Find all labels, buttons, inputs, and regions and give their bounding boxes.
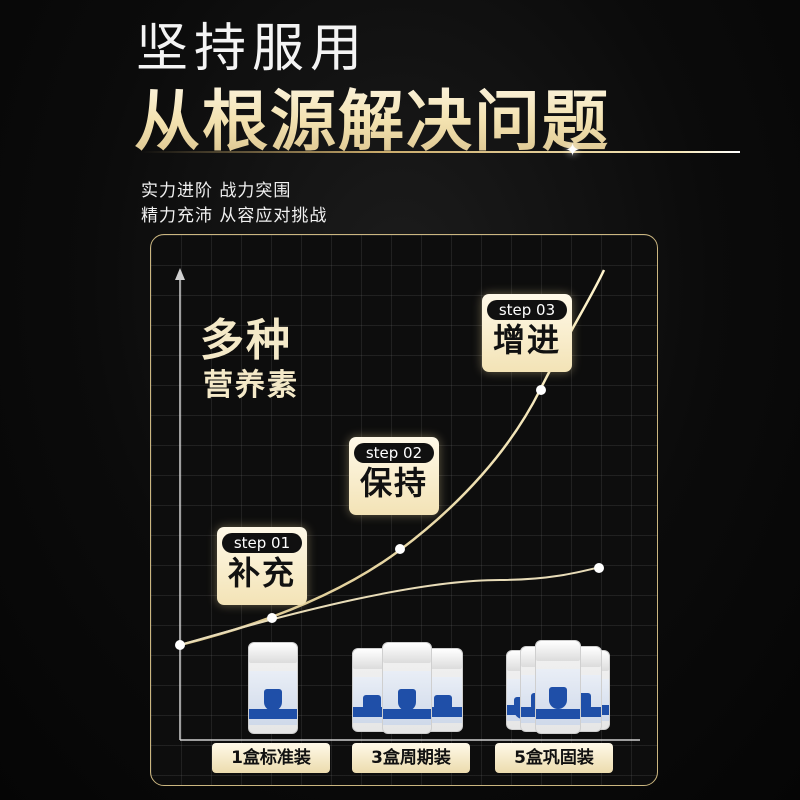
subtitle-line-2: 精力充沛 从容应对挑战 <box>141 206 328 226</box>
step-tag: step 01 <box>221 533 303 553</box>
step-card-1: step 01 补充 <box>217 527 307 605</box>
package-label-3: 3盒周期装 <box>352 743 470 773</box>
supplement-bottle-icon <box>248 642 298 734</box>
step-name: 保持 <box>359 464 428 502</box>
step-name: 补充 <box>227 554 296 592</box>
panel-subheading: 营养素 <box>203 368 299 403</box>
gold-divider <box>140 151 740 153</box>
step-name: 增进 <box>492 321 561 359</box>
step-card-2: step 02 保持 <box>349 437 439 515</box>
supplement-bottle-icon <box>382 642 432 734</box>
y-axis-arrow <box>175 268 185 280</box>
curve-point-end <box>594 563 604 573</box>
curve-point-1 <box>267 613 277 623</box>
title-line-1: 坚持服用 <box>136 19 369 79</box>
package-label-5: 5盒巩固装 <box>495 743 613 773</box>
title-line-2: 从根源解决问题 <box>134 68 610 164</box>
step-tag: step 03 <box>486 300 568 320</box>
sparkle-icon: ✦ <box>565 140 581 161</box>
subtitle-line-1: 实力进阶 战力突围 <box>141 181 292 201</box>
curve-point-3 <box>536 385 546 395</box>
curve-point-2 <box>395 544 405 554</box>
panel-heading: 多种 <box>200 315 292 366</box>
package-label-1: 1盒标准装 <box>212 743 330 773</box>
curve-point-start <box>175 640 185 650</box>
step-card-3: step 03 增进 <box>482 294 572 372</box>
step-tag: step 02 <box>353 443 435 463</box>
supplement-bottle-icon <box>535 640 581 734</box>
